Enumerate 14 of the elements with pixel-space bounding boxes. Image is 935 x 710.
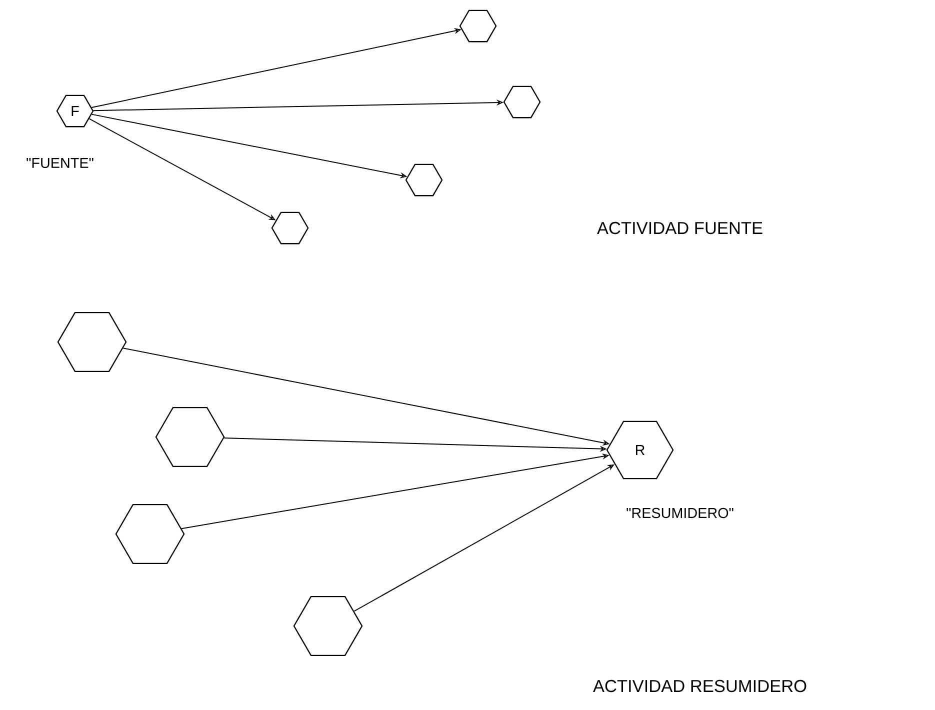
empty-hexagon bbox=[271, 212, 309, 244]
node-caption: "FUENTE" bbox=[26, 158, 94, 168]
empty-hexagon bbox=[155, 406, 225, 468]
node-caption: "RESUMIDERO" bbox=[626, 508, 734, 518]
empty-hexagon bbox=[405, 164, 443, 196]
empty-hexagon bbox=[293, 596, 363, 656]
hexagon-node: F bbox=[56, 94, 94, 128]
hexagon-node: R bbox=[606, 420, 674, 480]
section-title: ACTIVIDAD FUENTE bbox=[597, 222, 762, 234]
empty-hexagon bbox=[57, 312, 127, 372]
empty-hexagon bbox=[115, 504, 185, 564]
empty-hexagon bbox=[459, 10, 497, 42]
empty-hexagon bbox=[503, 86, 541, 118]
section-title: ACTIVIDAD RESUMIDERO bbox=[592, 680, 806, 692]
